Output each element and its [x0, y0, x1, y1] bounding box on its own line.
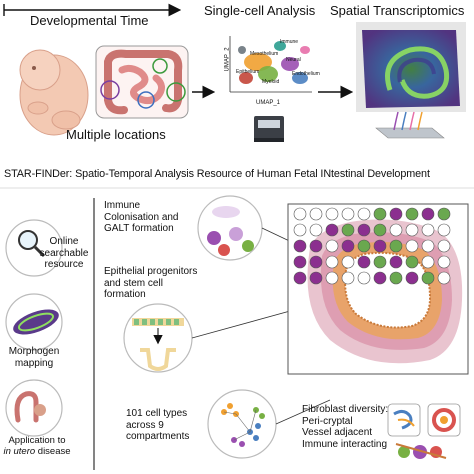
application-label: Application to in utero disease [3, 435, 71, 457]
visium-spot [389, 207, 403, 221]
visium-spot [389, 239, 403, 253]
locations-label: Multiple locations [66, 127, 166, 142]
visium-spot [373, 271, 387, 285]
visium-spot [357, 271, 371, 285]
fetus-illustration [19, 49, 89, 136]
visium-spot [405, 255, 419, 269]
figure-title: STAR-FINDer: Spatio-Temporal Analysis Re… [4, 168, 430, 180]
visium-spot [325, 255, 339, 269]
umap-cluster-label: Neural [286, 57, 301, 63]
single-cell-label: Single-cell Analysis [204, 3, 316, 18]
visium-spot [293, 207, 307, 221]
visium-spot [341, 255, 355, 269]
crypt-formation-icon [123, 303, 193, 373]
visium-spot [437, 255, 451, 269]
visium-spot [405, 271, 419, 285]
umap-cluster-label: Mesothelium [250, 51, 279, 57]
visium-spot [325, 239, 339, 253]
visium-spot [373, 255, 387, 269]
intestine-illustration [95, 45, 189, 119]
visium-spot [341, 223, 355, 237]
visium-spot [389, 223, 403, 237]
visium-spot [341, 239, 355, 253]
visium-spot [293, 271, 307, 285]
visium-spot [421, 255, 435, 269]
visium-spot [373, 239, 387, 253]
cell-network-icon [207, 389, 277, 459]
umap-cluster-label: Endothelium [292, 71, 320, 77]
epithelial-label: Epithelial progenitors and stem cell for… [104, 266, 198, 300]
visium-spot [421, 239, 435, 253]
visium-spot [309, 271, 323, 285]
spatial-image [356, 22, 466, 112]
umap-cluster-label: Immune [280, 39, 299, 45]
visium-spot [309, 207, 323, 221]
visium-spot [373, 223, 387, 237]
visium-spot [341, 207, 355, 221]
umap-x-label: UMAP_1 [256, 100, 281, 106]
visium-spot [437, 271, 451, 285]
visium-spot [389, 255, 403, 269]
visium-spot [421, 223, 435, 237]
sequencer-icon [254, 116, 284, 142]
visium-spot [405, 239, 419, 253]
slide-chip-icon [375, 111, 445, 139]
visium-spot [421, 271, 435, 285]
visium-spot [325, 271, 339, 285]
visium-spot [293, 239, 307, 253]
visium-spot [421, 207, 435, 221]
visium-spot [357, 239, 371, 253]
morphogen-icon [5, 293, 63, 351]
visium-spot [389, 271, 403, 285]
visium-spot [357, 223, 371, 237]
visium-spot [357, 207, 371, 221]
fibroblast-icons [387, 403, 461, 459]
visium-spot [309, 223, 323, 237]
immune-colonisation-icon [197, 195, 263, 261]
visium-spot [309, 255, 323, 269]
spatial-label: Spatial Transcriptomics [330, 3, 465, 18]
visium-spot [309, 239, 323, 253]
visium-spot [437, 223, 451, 237]
visium-spot [405, 207, 419, 221]
visium-spot [357, 255, 371, 269]
visium-spot [437, 239, 451, 253]
visium-spot [325, 223, 339, 237]
immune-label: Immune Colonisation and GALT formation [104, 200, 179, 234]
timeline-label: Developmental Time [30, 13, 149, 28]
visium-spot [293, 255, 307, 269]
celltypes-label: 101 cell types across 9 compartments [126, 408, 190, 442]
visium-spot [437, 207, 451, 221]
umap-y-label: UMAP_2 [224, 47, 231, 72]
visium-spot [293, 223, 307, 237]
visium-spot [405, 223, 419, 237]
morphogen-label: Morphogen mapping [8, 346, 60, 369]
visium-spot [341, 271, 355, 285]
umap-cluster-label: Myeloid [262, 79, 280, 85]
online-resource-label: Online searchable resource [39, 236, 89, 270]
umap-plot [229, 36, 312, 93]
visium-spot [325, 207, 339, 221]
online-resource-icon [5, 219, 63, 277]
visium-spot-grid [293, 207, 451, 285]
visium-spot [373, 207, 387, 221]
umap-cluster-label: Epithelium [236, 69, 260, 75]
disease-icon [5, 379, 63, 437]
fibroblast-label: Fibroblast diversity: Peri-cryptal Vesse… [302, 404, 389, 450]
